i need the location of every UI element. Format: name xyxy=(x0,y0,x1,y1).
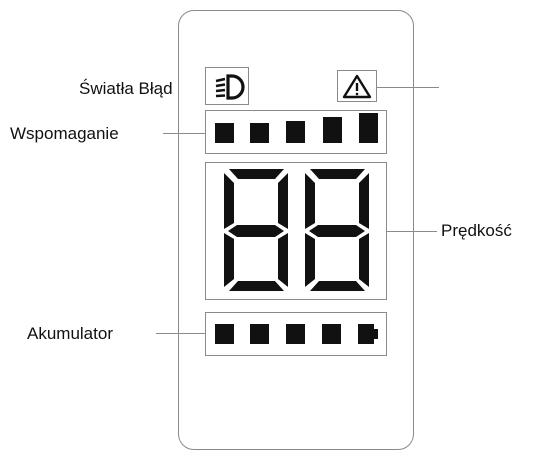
battery-terminal xyxy=(374,329,378,339)
assist-leader-line xyxy=(163,133,205,134)
display-housing xyxy=(178,10,414,450)
headlight-icon xyxy=(215,74,245,100)
battery-level-bar xyxy=(205,312,387,356)
error-leader-line xyxy=(377,87,439,88)
lights-error-label: Światła Błąd xyxy=(79,79,173,98)
battery-label: Akumulator xyxy=(27,324,113,343)
battery-leader-line xyxy=(156,333,205,334)
assist-segment-5 xyxy=(359,113,378,143)
battery-segment-3 xyxy=(286,324,305,344)
speed-digit-1 xyxy=(224,169,288,291)
headlight-indicator xyxy=(205,67,249,105)
battery-segment-4 xyxy=(322,324,341,344)
speed-digit-2 xyxy=(305,169,369,291)
speed-display xyxy=(205,162,387,300)
error-indicator xyxy=(337,70,377,102)
speed-label: Prędkość xyxy=(441,221,512,240)
battery-segment-5 xyxy=(358,324,374,344)
assist-label: Wspomaganie xyxy=(10,124,119,143)
speed-leader-line xyxy=(387,231,437,232)
speed-digits xyxy=(224,169,369,291)
assist-segment-1 xyxy=(215,123,234,143)
assist-segment-3 xyxy=(286,121,305,143)
battery-segment-1 xyxy=(215,324,234,344)
warning-triangle-icon xyxy=(342,74,372,99)
assist-segment-2 xyxy=(250,123,269,143)
battery-segment-2 xyxy=(250,324,269,344)
assist-level-bar xyxy=(205,110,387,154)
assist-segment-4 xyxy=(323,117,342,143)
